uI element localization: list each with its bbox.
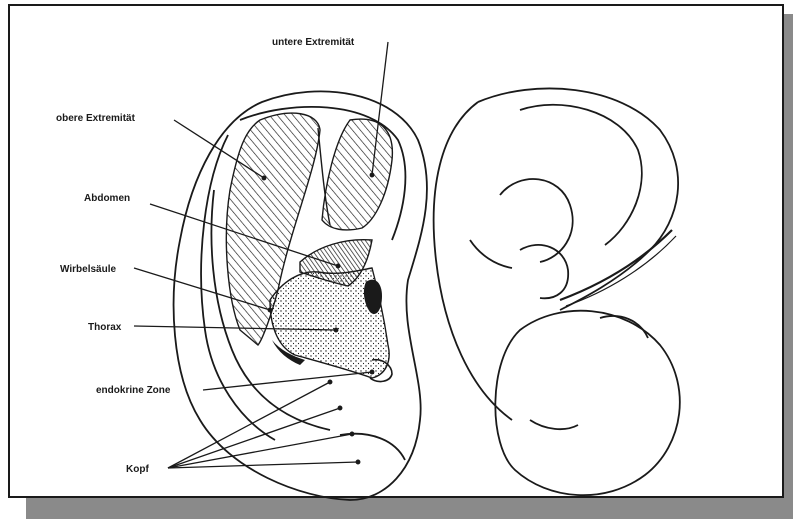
lower-limb-region (322, 119, 392, 230)
label-spine: Wirbelsäule (60, 264, 116, 275)
label-head: Kopf (126, 464, 149, 475)
label-upper-limb: obere Extremität (56, 113, 136, 124)
label-lower-limb: untere Extremität (272, 37, 355, 48)
label-thorax: Thorax (88, 322, 122, 333)
label-endocrine-zone: endokrine Zone (96, 385, 171, 396)
fetus-drawing (434, 88, 680, 495)
label-abdomen: Abdomen (84, 193, 130, 204)
